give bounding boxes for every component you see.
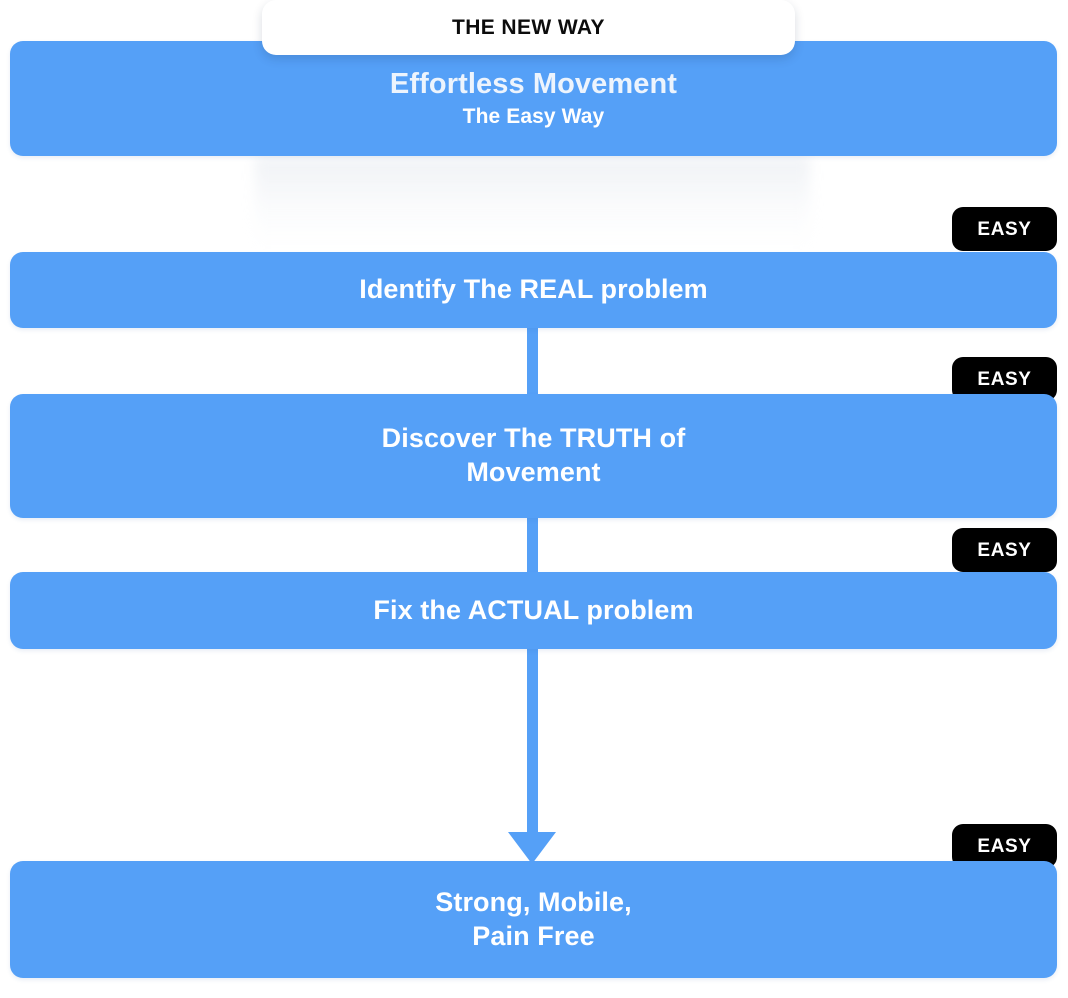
connector-line-2 [527, 516, 538, 574]
arrow-head-icon [508, 832, 556, 864]
step-node-2-label-line1: Discover The TRUTH of [381, 423, 686, 454]
step-node-3: Fix the ACTUAL problem [10, 572, 1057, 649]
step-node-2: Discover The TRUTH of Movement [10, 394, 1057, 518]
status-badge-easy-4: EASY [952, 824, 1057, 868]
step-node-1: Identify The REAL problem [10, 252, 1057, 328]
badge-label: EASY [977, 835, 1032, 857]
status-badge-easy-3: EASY [952, 528, 1057, 572]
step-node-1-label: Identify The REAL problem [359, 274, 708, 305]
title-card-label: THE NEW WAY [452, 16, 605, 39]
step-node-3-label: Fix the ACTUAL problem [373, 594, 694, 625]
step-node-2-label-line2: Movement [466, 457, 601, 487]
header-node: Effortless Movement The Easy Way [10, 41, 1057, 156]
title-card: THE NEW WAY [262, 0, 795, 55]
connector-line-1 [527, 326, 538, 396]
step-node-4-label: Strong, Mobile, Pain Free [411, 886, 656, 954]
header-shadow-band [255, 157, 810, 249]
header-title: Effortless Movement [389, 67, 678, 100]
badge-label: EASY [977, 368, 1032, 390]
step-node-4-label-line2: Pain Free [472, 920, 595, 951]
connector-arrow-3 [508, 647, 556, 864]
badge-label: EASY [977, 218, 1032, 240]
step-node-4: Strong, Mobile, Pain Free [10, 861, 1057, 978]
header-subtitle: The Easy Way [462, 105, 605, 129]
status-badge-easy-1: EASY [952, 207, 1057, 251]
status-badge-easy-2: EASY [952, 357, 1057, 401]
badge-label: EASY [977, 539, 1032, 561]
step-node-2-label: Discover The TRUTH of Movement [358, 422, 710, 490]
step-node-4-label-line1: Strong, Mobile, [435, 886, 632, 917]
